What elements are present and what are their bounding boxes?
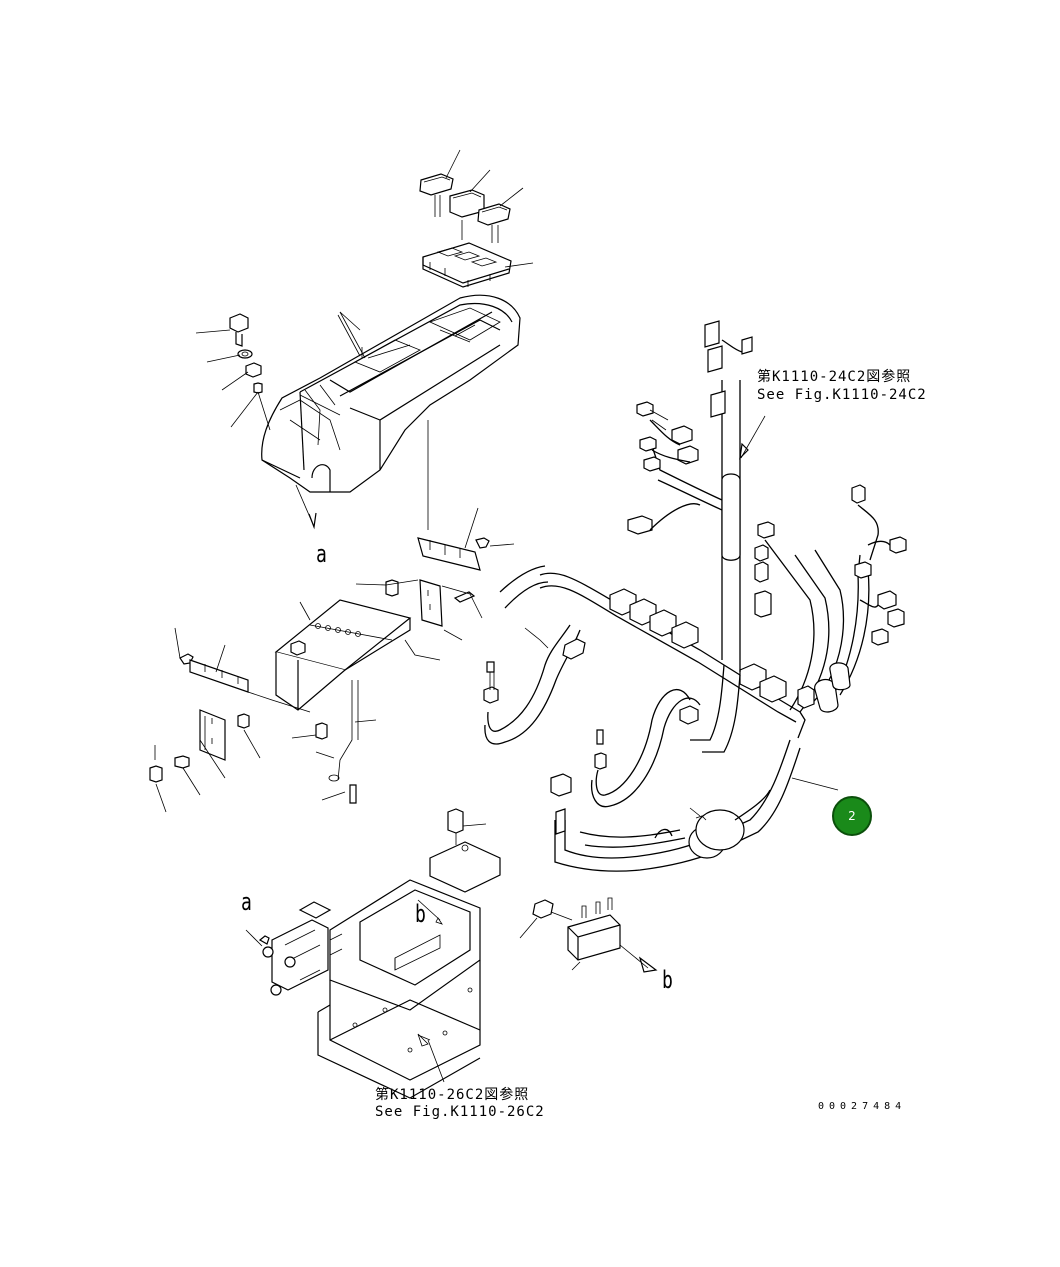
- lower-reference-en: See Fig.K1110-26C2: [375, 1104, 545, 1120]
- switch-caps: [419, 149, 524, 243]
- callout-badge[interactable]: 2: [832, 796, 872, 836]
- marker-a-target: a: [241, 888, 252, 916]
- console-cover: [261, 294, 521, 530]
- left-bracket: [149, 627, 311, 813]
- upper-reference-jp: 第K1110-24C2図参照: [757, 369, 912, 385]
- controller-box: [274, 599, 441, 804]
- marker-b-arrow: b: [662, 966, 673, 994]
- upper-reference-en: See Fig.K1110-24C2: [757, 387, 927, 403]
- switch-panel: [422, 242, 534, 288]
- figure-number: 00027484: [818, 1101, 907, 1112]
- fastener-stack: [195, 313, 271, 431]
- lower-reference-jp: 第K1110-26C2図参照: [375, 1087, 530, 1103]
- marker-b-inside: b: [415, 900, 426, 928]
- lower-stand: [245, 808, 501, 1099]
- wire-harness: [483, 320, 907, 872]
- relay-block: [519, 897, 658, 973]
- marker-a-arrow: a: [316, 540, 327, 568]
- mid-brackets: [355, 507, 515, 641]
